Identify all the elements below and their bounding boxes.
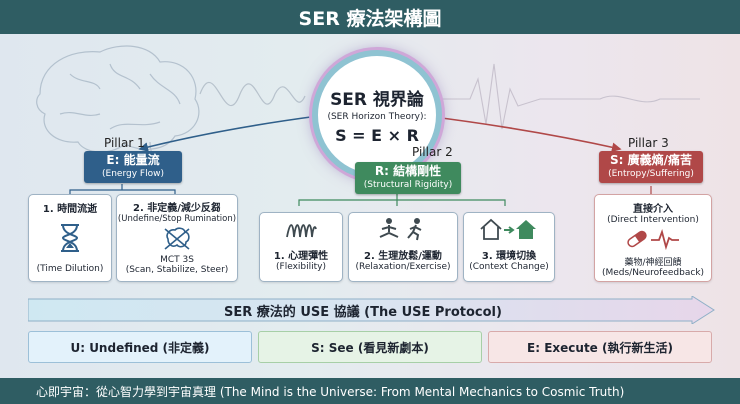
card-title: 1. 時間流逝 (42, 204, 98, 215)
card-title: 直接介入 (633, 204, 673, 215)
card-flexibility: 1. 心理彈性 (Flexibility) (259, 212, 343, 282)
pillar2-label: Pillar 2 (412, 145, 453, 159)
pillar2-name: R: 結構剛性 (374, 164, 442, 178)
protocol-label: SER 療法的 USE 協議 (The USE Protocol) (224, 304, 502, 320)
core-subtitle: (SER Horizon Theory): (327, 112, 427, 122)
use-step-s: S: See (看見新劇本) (258, 331, 482, 363)
pillar1-name-en: (Energy Flow) (102, 169, 164, 179)
card-caption1: 藥物/神經回饋 (624, 258, 682, 268)
spring-icon (286, 224, 317, 238)
use-step-e: E: Execute (執行新生活) (488, 331, 712, 363)
card-undefine: 2. 非定義/減少反芻 (Undefine/Stop Rumination) M… (116, 194, 238, 282)
card-context-change: 3. 環境切換 (Context Change) (463, 212, 555, 282)
card-caption2: (Meds/Neurofeedback) (601, 268, 705, 278)
card-caption2: (Scan, Stabilize, Steer) (125, 265, 229, 275)
pillar1-name: E: 能量流 (106, 153, 160, 167)
pillar3-name-en: (Entropy/Suffering) (608, 169, 694, 179)
core-title: SER 視界論 (330, 90, 424, 110)
pillar3-name: S: 廣義熵/痛苦 (609, 153, 692, 167)
card-title: 2. 非定義/減少反芻 (133, 203, 221, 214)
pillar2-box: R: 結構剛性 (Structural Rigidity) (355, 162, 461, 194)
card-caption1: MCT 3S (160, 255, 194, 265)
pillar3-box: S: 廣義熵/痛苦 (Entropy/Suffering) (599, 151, 703, 183)
pillar1-label: Pillar 1 (104, 136, 145, 150)
background-art (36, 45, 700, 206)
meditate-run-icon (379, 218, 422, 241)
card-relaxation: 2. 生理放鬆/運動 (Relaxation/Exercise) (348, 212, 458, 282)
footer-text: 心即宇宙：從心智力學到宇宙真理 (The Mind is the Univers… (36, 384, 625, 399)
pillar2-name-en: (Structural Rigidity) (363, 180, 453, 190)
arrow-to-pillar3 (425, 115, 622, 152)
pill-pulse-icon (627, 229, 679, 251)
title-text: SER 療法架構圖 (298, 7, 442, 30)
card-caption: (Time Dilution) (36, 264, 104, 274)
page-title: SER 療法架構圖 (0, 0, 740, 34)
card-caption: (Relaxation/Exercise) (355, 262, 451, 272)
card-time-dilution: 1. 時間流逝 (Time Dilution) (28, 194, 112, 282)
house-switch-icon (480, 218, 536, 240)
card-title: 3. 環境切換 (481, 251, 537, 262)
hourglass-icon (61, 224, 79, 252)
card-caption: (Flexibility) (276, 262, 326, 272)
card-title: 2. 生理放鬆/運動 (364, 251, 442, 262)
pillar1-box: E: 能量流 (Energy Flow) (84, 151, 182, 183)
core-formula: S = E × R (335, 126, 419, 145)
footer: 心即宇宙：從心智力學到宇宙真理 (The Mind is the Univers… (0, 378, 740, 404)
card-subtitle: (Direct Intervention) (607, 215, 699, 225)
pulse-right (440, 63, 700, 130)
card-caption: (Context Change) (469, 262, 549, 272)
card-direct-intervention: 直接介入 (Direct Intervention) 藥物/神經回饋 (Meds… (594, 194, 712, 282)
protocol-arrow (28, 296, 715, 324)
pillar3-label: Pillar 3 (628, 136, 669, 150)
use-step-u: U: Undefined (非定義) (28, 331, 252, 363)
core-circle: SER 視界論 (SER Horizon Theory): S = E × R (312, 50, 442, 180)
wave-left (199, 81, 306, 107)
crossed-brain-icon (164, 227, 190, 250)
arrow-to-pillar1 (138, 115, 319, 152)
card-subtitle: (Undefine/Stop Rumination) (117, 214, 237, 224)
card-title: 1. 心理彈性 (273, 251, 329, 262)
